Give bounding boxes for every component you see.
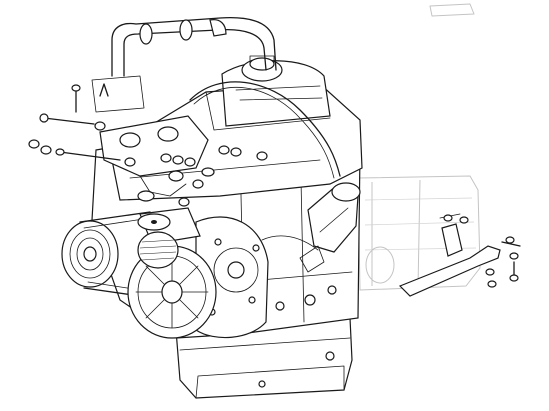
crossover-coolant-pipe	[91, 16, 277, 113]
alternator	[127, 207, 217, 339]
oil-filler-cap	[241, 55, 283, 82]
ht-lead	[189, 81, 341, 179]
engine-mounting-bracket	[398, 213, 501, 297]
exploded-fasteners	[28, 83, 521, 288]
gearbox-outline	[357, 3, 481, 291]
water-pump-pulley	[137, 213, 179, 269]
distributor	[299, 182, 361, 273]
crankshaft-pulley	[61, 220, 119, 288]
